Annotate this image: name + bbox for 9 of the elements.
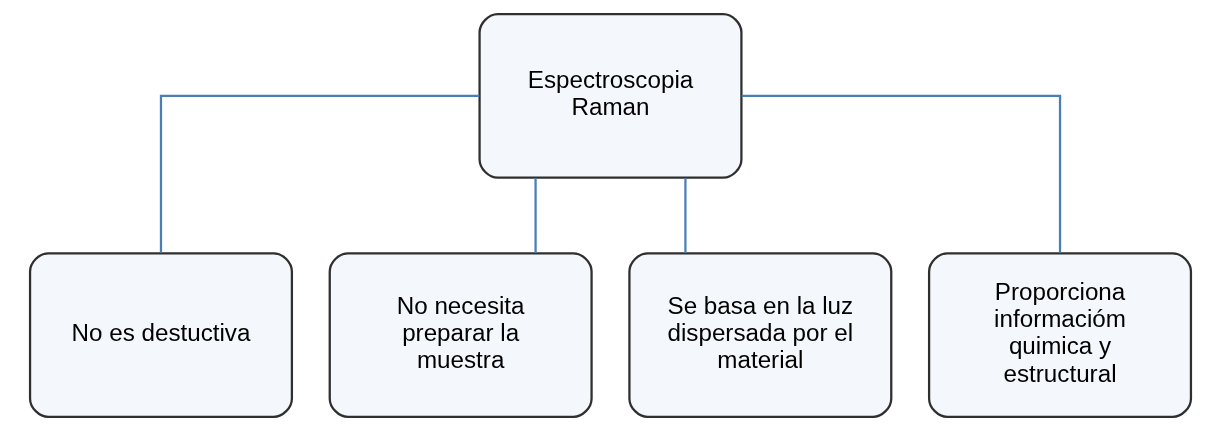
connector [159, 94, 479, 253]
node-box: No necesita preparar la muestra [328, 252, 593, 418]
node-box: Espectroscopia Raman [477, 13, 743, 179]
node-box: Se basa en la luz dispersada por el material [627, 252, 892, 418]
node-box: Proporciona informacióm quimica y estructural [927, 252, 1192, 418]
connector [533, 178, 537, 253]
connector [683, 178, 687, 253]
node-box: No es destuctiva [28, 252, 293, 418]
connector [741, 94, 1061, 253]
